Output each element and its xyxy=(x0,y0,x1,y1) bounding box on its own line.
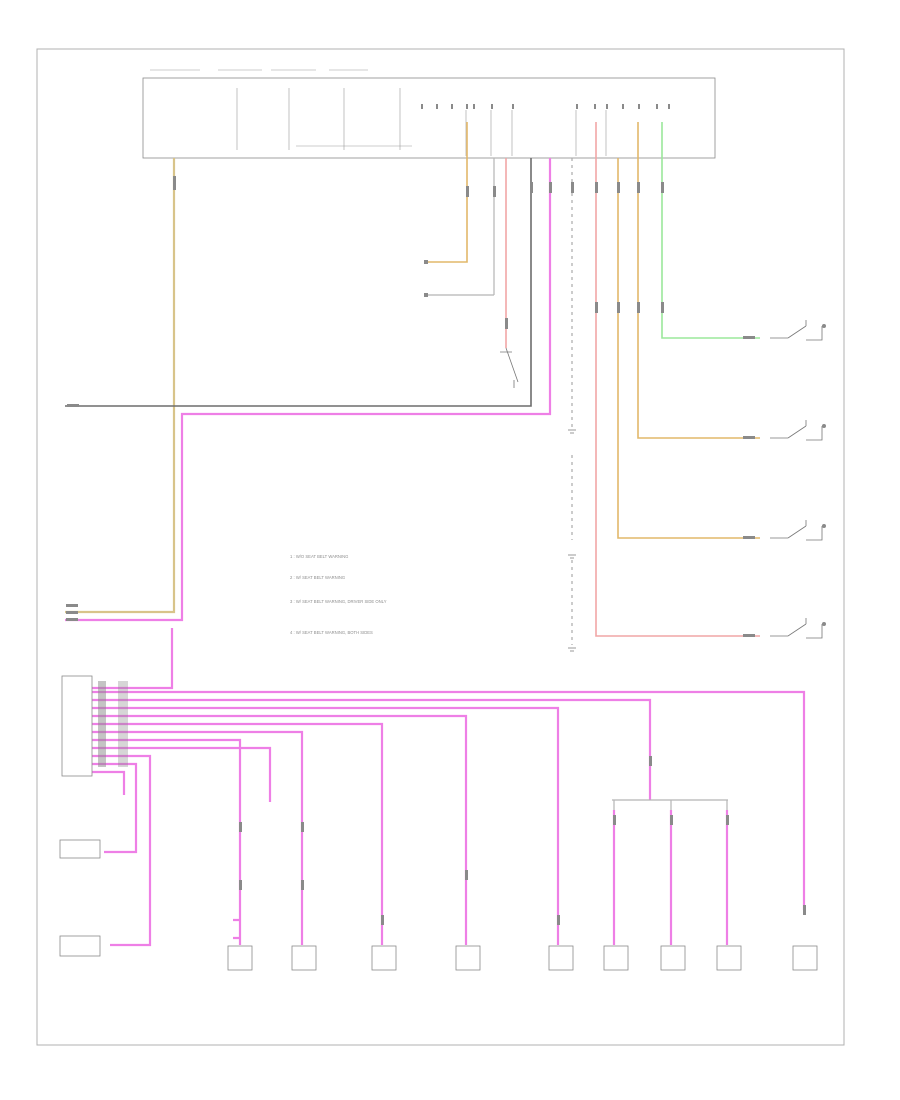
legend-line-1: 1 : W/O SEAT BELT WARNING xyxy=(290,554,348,559)
wire-tan-main xyxy=(65,158,176,614)
left-side-components xyxy=(59,675,101,957)
legend-line-3: 3 : W/ SEAT BELT WARNING, DRIVER SIDE ON… xyxy=(290,599,387,604)
wire-bus-8 xyxy=(92,714,468,945)
wire-bus-6 xyxy=(92,730,304,945)
wire-orange-door-2 xyxy=(617,158,760,539)
diagram-border xyxy=(36,48,845,1046)
meter-output-wires xyxy=(65,122,760,645)
left-box-3 xyxy=(59,935,101,957)
wire-bus-far xyxy=(92,690,806,910)
wire-bus-5 xyxy=(92,738,242,945)
sensor-box-8 xyxy=(716,945,742,971)
bottom-components xyxy=(227,945,818,971)
door-courtesy-switches xyxy=(770,320,826,639)
sensor-box-1 xyxy=(227,945,253,971)
legend-line-4: 4 : W/ SEAT BELT WARNING, BOTH SIDES xyxy=(290,630,373,635)
wire-pink-bus xyxy=(65,158,552,622)
ground-points xyxy=(568,429,576,652)
wire-light-red-door xyxy=(595,122,760,637)
meter-box xyxy=(142,77,716,159)
sensor-box-7 xyxy=(660,945,686,971)
sensor-box-2 xyxy=(291,945,317,971)
wire-green-door xyxy=(661,122,760,339)
sensor-box-9 xyxy=(792,945,818,971)
wire-orange-door-1 xyxy=(637,122,760,439)
wire-bus-multi xyxy=(92,698,652,800)
wire-orange-short xyxy=(428,122,468,263)
lower-harness xyxy=(92,628,806,947)
junction-connector-box xyxy=(61,675,93,777)
sensor-box-4 xyxy=(455,945,481,971)
wire-bus-4 xyxy=(92,746,272,802)
wire-bus-1 xyxy=(92,770,126,795)
wire-bus-3 xyxy=(92,754,152,947)
wire-black-ground xyxy=(65,158,532,407)
meter-pins xyxy=(421,104,670,109)
wire-branch-pink xyxy=(612,810,729,945)
door-switch-right-front xyxy=(770,420,826,441)
sensor-box-5 xyxy=(548,945,574,971)
wire-connectors xyxy=(66,176,755,637)
wire-stubs xyxy=(233,918,240,940)
wire-bus-2 xyxy=(92,762,138,854)
left-box-2 xyxy=(59,839,101,859)
meter-internal-leads xyxy=(465,110,607,156)
sensor-box-6 xyxy=(603,945,629,971)
harness-connectors xyxy=(98,681,806,925)
wire-bus-9 xyxy=(92,706,560,945)
door-switch-left-front xyxy=(770,520,826,541)
legend-line-2: 2 : W/ SEAT BELT WARNING xyxy=(290,575,345,580)
wire-pink-link xyxy=(92,628,174,690)
combination-meter-block xyxy=(142,77,716,159)
legend: 1 : W/O SEAT BELT WARNING 2 : W/ SEAT BE… xyxy=(290,554,387,635)
door-switch-right-rear xyxy=(770,320,826,341)
wire-bus-7 xyxy=(92,722,384,945)
door-switch-left-rear xyxy=(770,618,826,639)
parking-brake-switch xyxy=(500,347,519,388)
sensor-box-3 xyxy=(371,945,397,971)
